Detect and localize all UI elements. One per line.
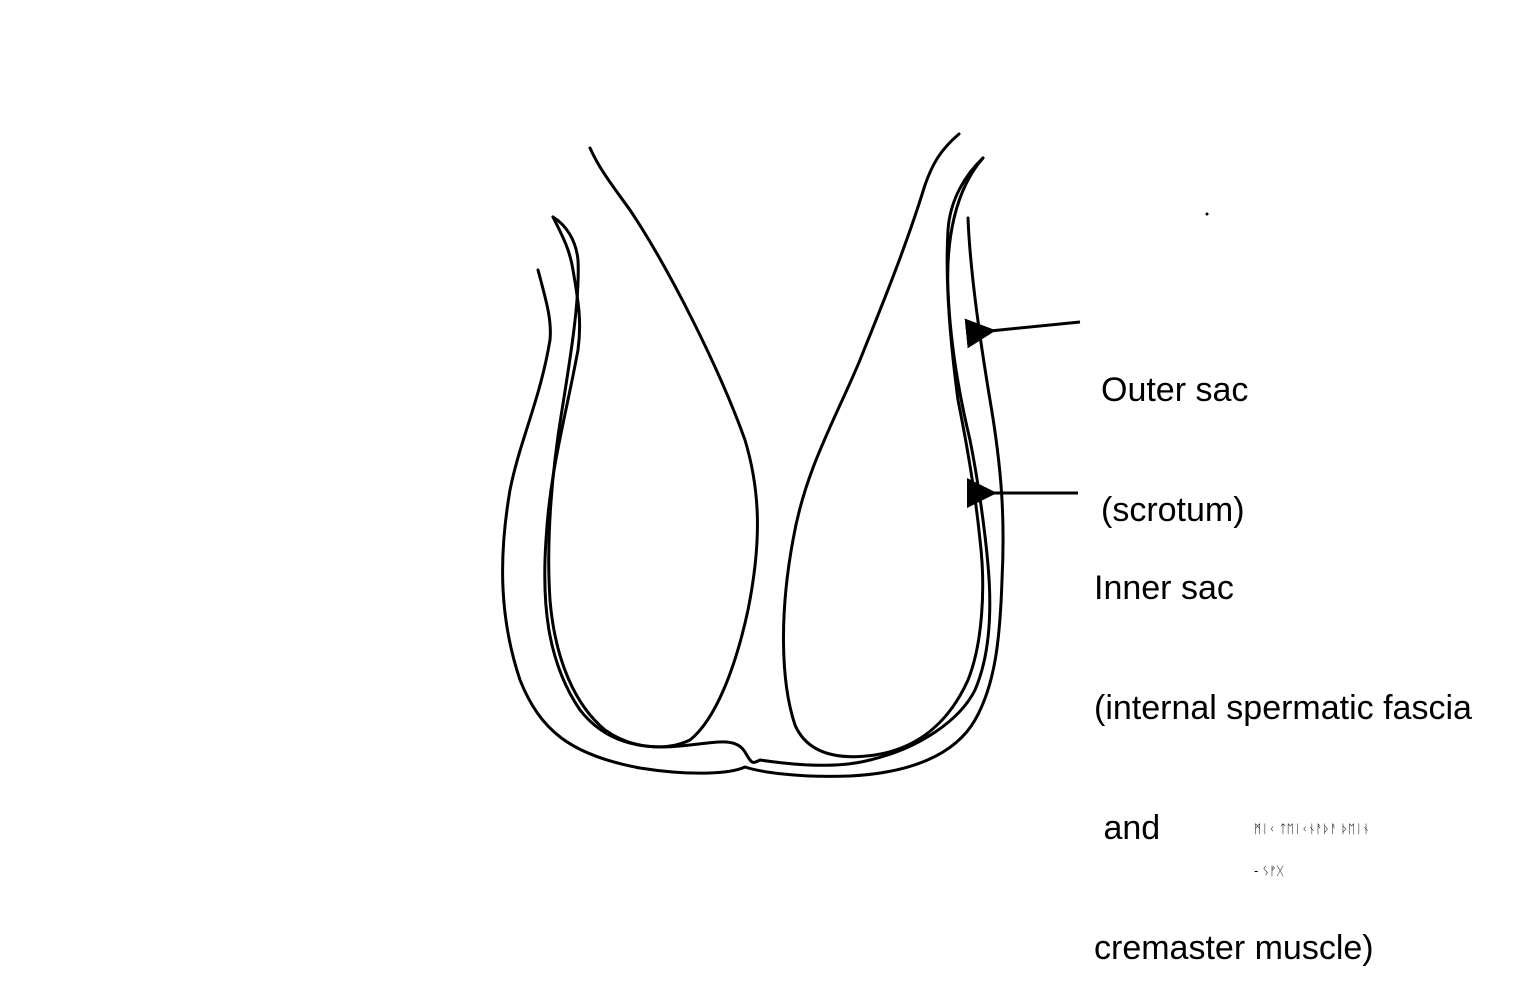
outer-sac-label-line2: (scrotum) (1101, 491, 1245, 529)
inner-sac-label-line4: cremaster muscle) (1094, 929, 1374, 967)
outer-sac-label: Outer sac (scrotum) (1101, 290, 1248, 570)
signature-line1: ᛗᛁᚲ ᛏᛖᛁᚲᚾᚨᚦᚨ ᚦᛖᛁᚾ (1254, 822, 1370, 836)
inner-sac-label-line3: and (1094, 809, 1161, 847)
inner-sac-label-line1: Inner sac (1094, 569, 1234, 607)
scrotum-diagram (501, 132, 1209, 778)
outer-sac-outline (501, 216, 1005, 778)
left-testis (547, 146, 759, 749)
stray-dot (1205, 212, 1209, 216)
inner-sac-label-line2: (internal spermatic fascia (1094, 689, 1472, 727)
outer-sac-arrow (964, 318, 1081, 349)
inner-sac-outline (543, 156, 992, 767)
right-testis (782, 132, 985, 759)
outer-sac-label-line1: Outer sac (1101, 371, 1249, 409)
signature-line2: - ᛊᚠᚷ (1254, 864, 1284, 878)
runic-signature: ᛗᛁᚲ ᛏᛖᛁᚲᚾᚨᚦᚨ ᚦᛖᛁᚾ - ᛊᚠᚷ (1254, 794, 1370, 892)
inner-sac-label: Inner sac (internal spermatic fascia and… (1094, 488, 1472, 1008)
